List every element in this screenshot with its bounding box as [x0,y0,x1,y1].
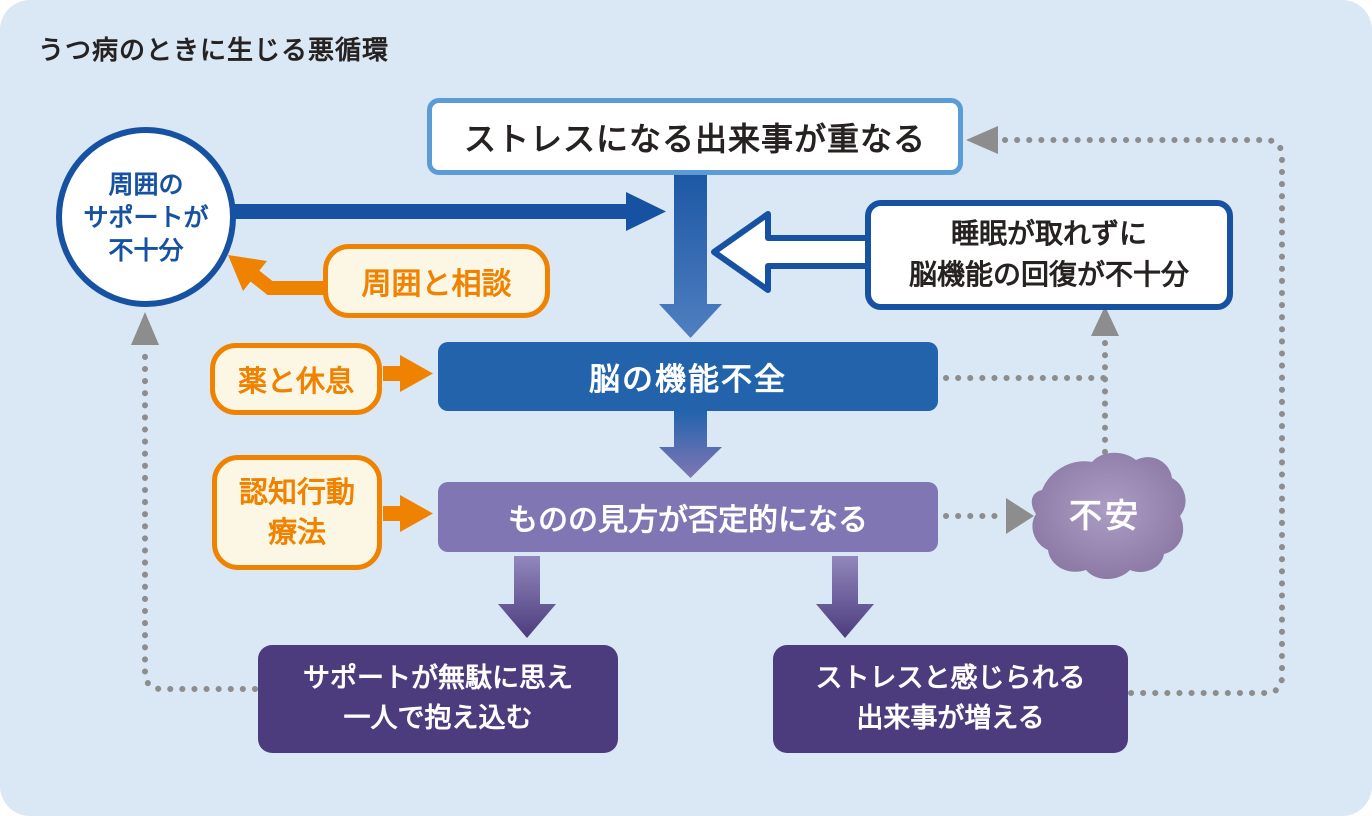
node-anxiety-label: 不安 [1069,495,1141,535]
diagram-title: うつ病のときに生じる悪循環 [38,36,390,66]
label-cbt: 認知行動 療法 [212,455,382,570]
arrowhead-sleep [1091,306,1119,336]
arrowhead-anxiety [1006,498,1034,534]
node-poor-sleep-recovery: 睡眠が取れずに 脳機能の回復が不十分 [865,200,1233,310]
node-negative-thinking: ものの見方が否定的になる [438,482,938,552]
label-consult-others: 周囲と相談 [323,244,550,318]
node-insufficient-support: 周囲の サポートが 不十分 [56,127,236,307]
node-brain-dysfunction: 脳の機能不全 [438,342,938,411]
arrow-consult-to-support [246,267,330,295]
arrowhead-support-circle [131,312,159,345]
arrow-negative-to-support-useless [498,556,556,638]
arrowhead-stress-events [966,126,998,154]
arrowhead-consult [228,255,267,291]
arrow-cbt-to-negative [383,495,433,532]
node-stressful-events-increase: ストレスと感じられる 出来事が増える [773,645,1128,753]
dotted-brain-to-sleep [943,333,1108,455]
node-stress-events: ストレスになる出来事が重なる [427,98,963,175]
arrow-stress-to-brain [659,170,722,338]
arrow-medicine-to-brain [383,355,433,392]
label-medicine-and-rest: 薬と休息 [210,343,382,415]
arrow-negative-to-stress-increase [816,556,874,638]
arrow-brain-to-negative [659,411,722,478]
node-support-feels-useless: サポートが無駄に思え 一人で抱え込む [258,645,618,753]
dotted-increase-to-stress [997,137,1285,696]
arrow-sleep-to-flow [711,211,873,293]
arrow-support-to-flow [233,192,666,231]
dotted-useless-to-support [142,345,258,692]
anxiety-cloud [1031,452,1186,579]
